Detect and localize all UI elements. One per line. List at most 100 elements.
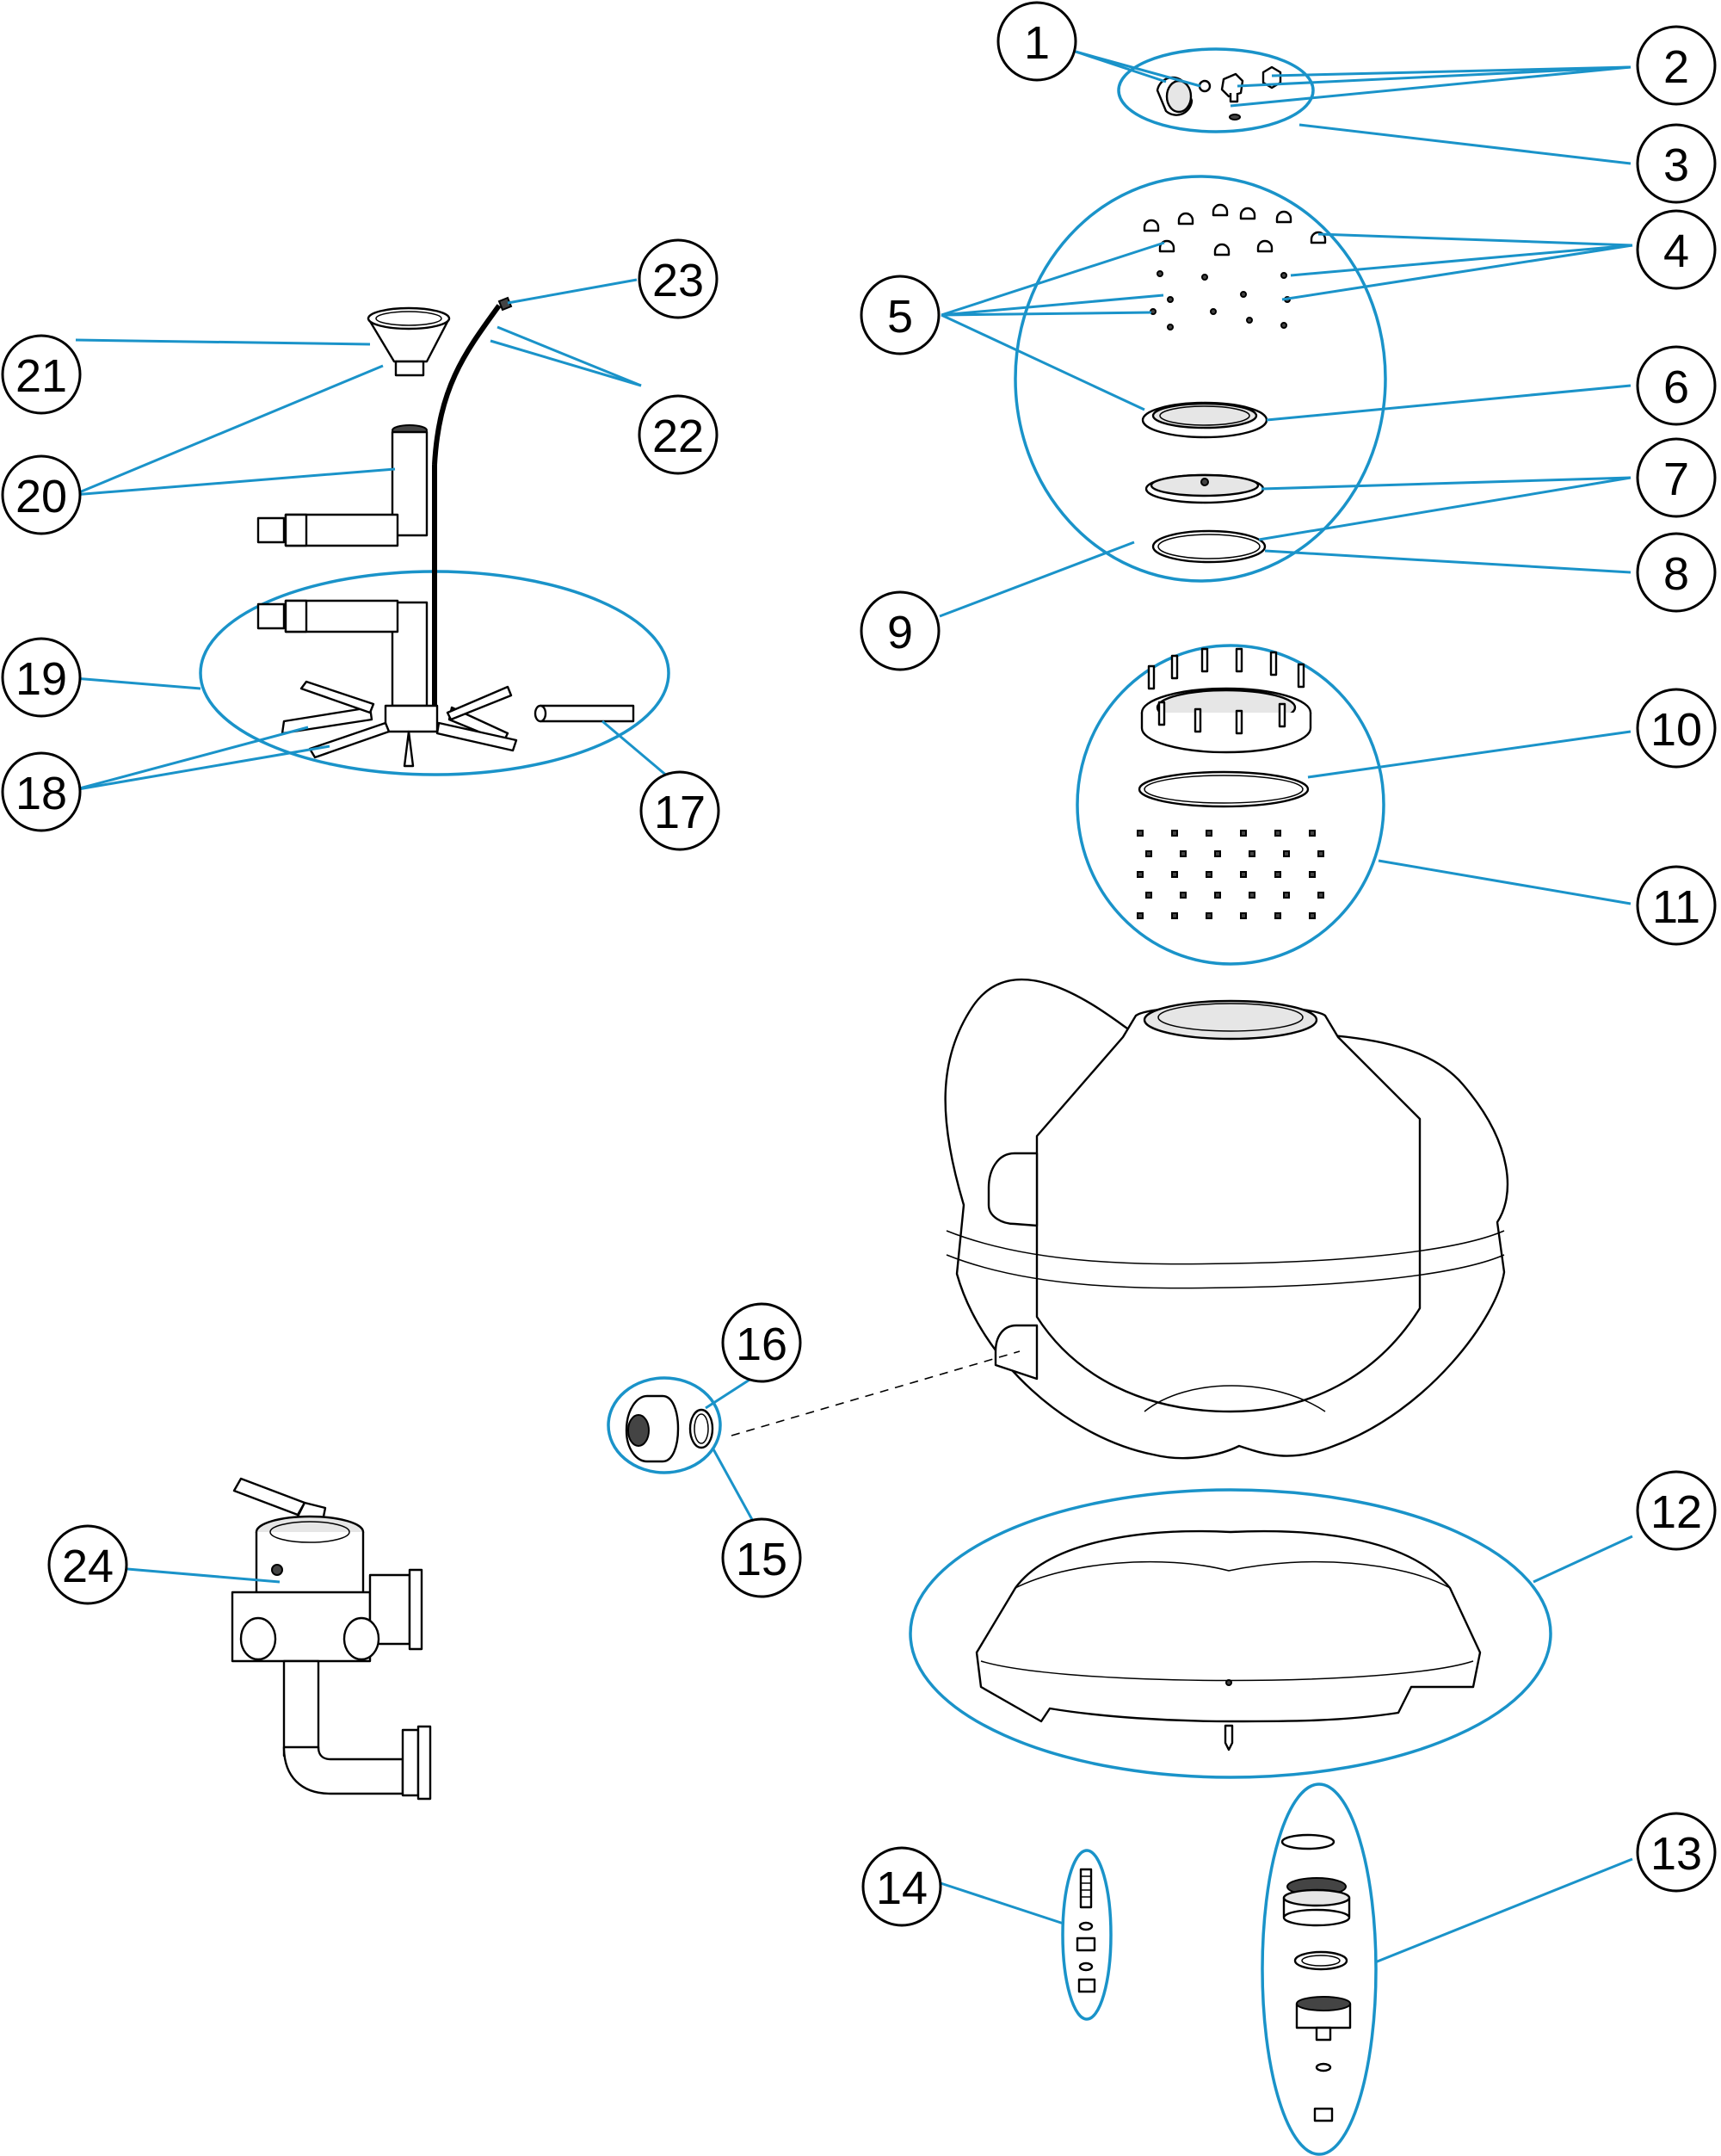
leader-2c — [1230, 65, 1632, 108]
collar-pin-icon — [1278, 702, 1286, 728]
leader-15 — [711, 1447, 761, 1533]
callout-4: 4 — [1636, 209, 1717, 290]
collar-nut-icon — [1283, 892, 1290, 899]
leader-10 — [1307, 730, 1632, 779]
leader-7b — [1258, 476, 1632, 541]
group-ellipse-14 — [1061, 1849, 1113, 2021]
callout-22: 22 — [638, 394, 719, 475]
base-stand-part — [975, 1529, 1482, 1751]
leader-19 — [73, 676, 201, 690]
leader-lines — [72, 50, 1633, 1964]
filter-tank-part — [944, 979, 1509, 1460]
svg-text:2: 2 — [1663, 41, 1689, 93]
callout-1: 1 — [996, 1, 1077, 82]
svg-text:24: 24 — [62, 1541, 114, 1592]
collar-nut-icon — [1240, 871, 1247, 878]
dashed-guide-line — [731, 1350, 1021, 1436]
leader-22a — [497, 325, 642, 387]
leader-5d — [941, 313, 1145, 411]
callout-3: 3 — [1636, 123, 1717, 204]
cap-nut-icon — [1212, 203, 1229, 217]
collar-nut-icon — [1206, 871, 1212, 878]
collar-nut-icon — [1180, 850, 1187, 857]
leader-24 — [126, 1567, 281, 1584]
collar-pin-icon — [1235, 647, 1243, 673]
collar-nut-icon — [1214, 892, 1221, 899]
callout-7: 7 — [1636, 437, 1717, 518]
collar-nut-icon — [1309, 830, 1316, 837]
svg-text:7: 7 — [1663, 454, 1689, 505]
svg-text:3: 3 — [1663, 139, 1689, 191]
collar-nut-icon — [1249, 892, 1255, 899]
collar-nut-icon — [1171, 871, 1178, 878]
svg-text:6: 6 — [1663, 361, 1689, 413]
leader-8 — [1264, 549, 1632, 574]
collar-nut-icon — [1137, 912, 1144, 919]
callout-19: 19 — [1, 637, 82, 718]
collar-nut-icon — [1309, 912, 1316, 919]
cap-nut-icon — [1213, 243, 1231, 256]
leader-2a — [1271, 65, 1632, 77]
collar-pin-icon — [1194, 707, 1202, 733]
callout-18: 18 — [1, 751, 82, 832]
callout-14: 14 — [861, 1846, 942, 1927]
bolt-icon — [1201, 274, 1208, 281]
leader-4b — [1290, 244, 1633, 277]
leader-22b — [490, 339, 642, 387]
callout-2: 2 — [1636, 25, 1717, 106]
bolt-icon — [1280, 322, 1287, 329]
svg-text:23: 23 — [652, 255, 704, 306]
callout-17: 17 — [639, 770, 720, 851]
parts-drawing — [231, 65, 1509, 2122]
leader-13 — [1374, 1857, 1633, 1964]
group-ellipse-1-3 — [1117, 47, 1315, 133]
callout-15: 15 — [721, 1517, 802, 1598]
gauge-cap-part — [1156, 65, 1282, 120]
callout-6: 6 — [1636, 345, 1717, 426]
collar-pin-icon — [1170, 654, 1179, 680]
leader-5c — [941, 311, 1152, 317]
standpipe-assembly-part — [256, 296, 635, 768]
callout-24: 24 — [47, 1524, 128, 1605]
multiport-valve-part — [231, 1477, 432, 1801]
collar-pin-icon — [1269, 651, 1278, 676]
leader-18b — [72, 744, 330, 792]
leader-20b — [72, 467, 396, 497]
svg-text:18: 18 — [15, 768, 67, 819]
collar-nut-icon — [1214, 850, 1221, 857]
cap-nut-icon — [1256, 239, 1274, 253]
svg-text:14: 14 — [876, 1863, 928, 1914]
collar-nut-icon — [1206, 830, 1212, 837]
svg-text:16: 16 — [736, 1319, 787, 1370]
cap-nut-icon — [1177, 212, 1194, 225]
leader-1b — [1075, 50, 1201, 88]
callout-20: 20 — [1, 454, 82, 535]
collar-nut-icon — [1274, 871, 1281, 878]
collar-pin-icon — [1297, 663, 1305, 689]
svg-text:5: 5 — [887, 291, 913, 343]
collar-nut-icon — [1137, 871, 1144, 878]
leader-3 — [1298, 123, 1632, 165]
leader-9 — [939, 541, 1135, 618]
collar-nut-icon — [1249, 850, 1255, 857]
leader-5a — [941, 241, 1165, 317]
collar-pin-icon — [1157, 701, 1166, 726]
callout-10: 10 — [1636, 688, 1717, 769]
collar-nut-icon — [1317, 850, 1324, 857]
bolt-icon — [1240, 291, 1247, 298]
leader-6 — [1266, 384, 1632, 422]
collar-pin-icon — [1147, 664, 1156, 690]
svg-text:19: 19 — [15, 653, 67, 705]
collar-nut-icon — [1240, 830, 1247, 837]
leader-4a — [1317, 232, 1633, 247]
collar-nut-icon — [1171, 912, 1178, 919]
drain-assembly-part — [1280, 1833, 1352, 2122]
callout-9: 9 — [860, 590, 941, 671]
callout-labels: 1 2 3 4 5 6 7 8 9 10 11 12 13 14 15 16 1… — [1, 1, 1717, 1927]
svg-text:13: 13 — [1650, 1828, 1702, 1880]
collar-nut-icon — [1145, 850, 1152, 857]
leader-18a — [72, 726, 309, 792]
leader-21 — [75, 338, 371, 346]
leader-11 — [1378, 859, 1632, 905]
